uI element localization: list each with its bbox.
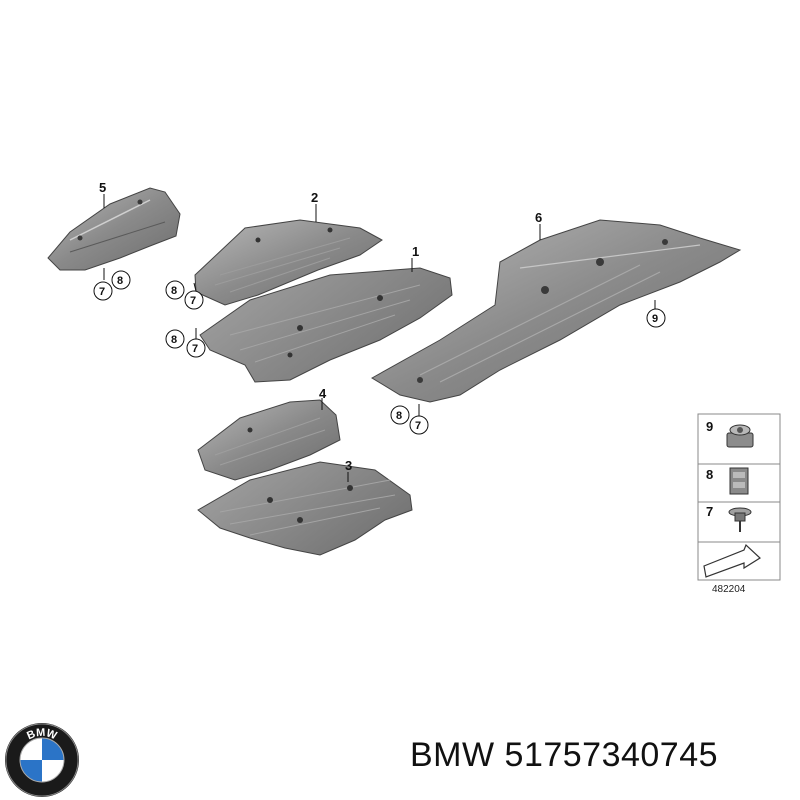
- fastener-pair-3: 8 7: [165, 328, 206, 358]
- nut-icon: [726, 424, 754, 448]
- screw-icon: [728, 507, 752, 532]
- legend-label-7: 7: [706, 504, 713, 519]
- part-number-caption: BMW 51757340745: [410, 736, 719, 774]
- legend-label-8: 8: [706, 467, 713, 482]
- panel-part-5: [47, 187, 181, 280]
- arrow-icon: [703, 543, 761, 578]
- fastener-pair-4-b: 7: [415, 420, 421, 432]
- panel-part-1: [199, 258, 453, 383]
- panel-part-4: [197, 398, 341, 481]
- panel-part-3: [197, 461, 413, 556]
- fastener-pair-2: 8 7: [165, 280, 204, 310]
- fastener-legend: 9 8 7 482204: [697, 413, 781, 595]
- panel-part-6: [371, 219, 742, 403]
- fastener-pair-1-a: 7: [99, 286, 105, 298]
- callout-part-6: 6: [535, 210, 542, 225]
- figure-number: 482204: [712, 584, 746, 595]
- clip-nut-icon: [729, 467, 749, 495]
- fastener-pair-3-b: 7: [192, 343, 198, 355]
- fastener-pair-1: 7 8: [93, 270, 131, 301]
- callout-part-9: 9: [652, 313, 658, 325]
- fastener-pair-1-b: 8: [117, 275, 123, 287]
- callout-part-5: 5: [99, 180, 106, 195]
- fastener-pair-4: 8 7: [390, 404, 429, 435]
- fastener-pair-3-a: 8: [171, 334, 177, 346]
- callout-part-3: 3: [345, 458, 352, 473]
- fastener-pair-4-a: 8: [396, 410, 402, 422]
- fastener-pair-2-a: 8: [171, 285, 177, 297]
- fastener-pair-2-b: 7: [190, 295, 196, 307]
- legend-label-9: 9: [706, 419, 713, 434]
- callout-part-1: 1: [412, 244, 419, 259]
- panel-part-2: [194, 204, 383, 306]
- circled-callout-part-9: 9: [646, 308, 666, 328]
- bmw-logo-icon: BMW: [5, 723, 79, 797]
- callout-part-2: 2: [311, 190, 318, 205]
- callout-part-4: 4: [319, 386, 327, 401]
